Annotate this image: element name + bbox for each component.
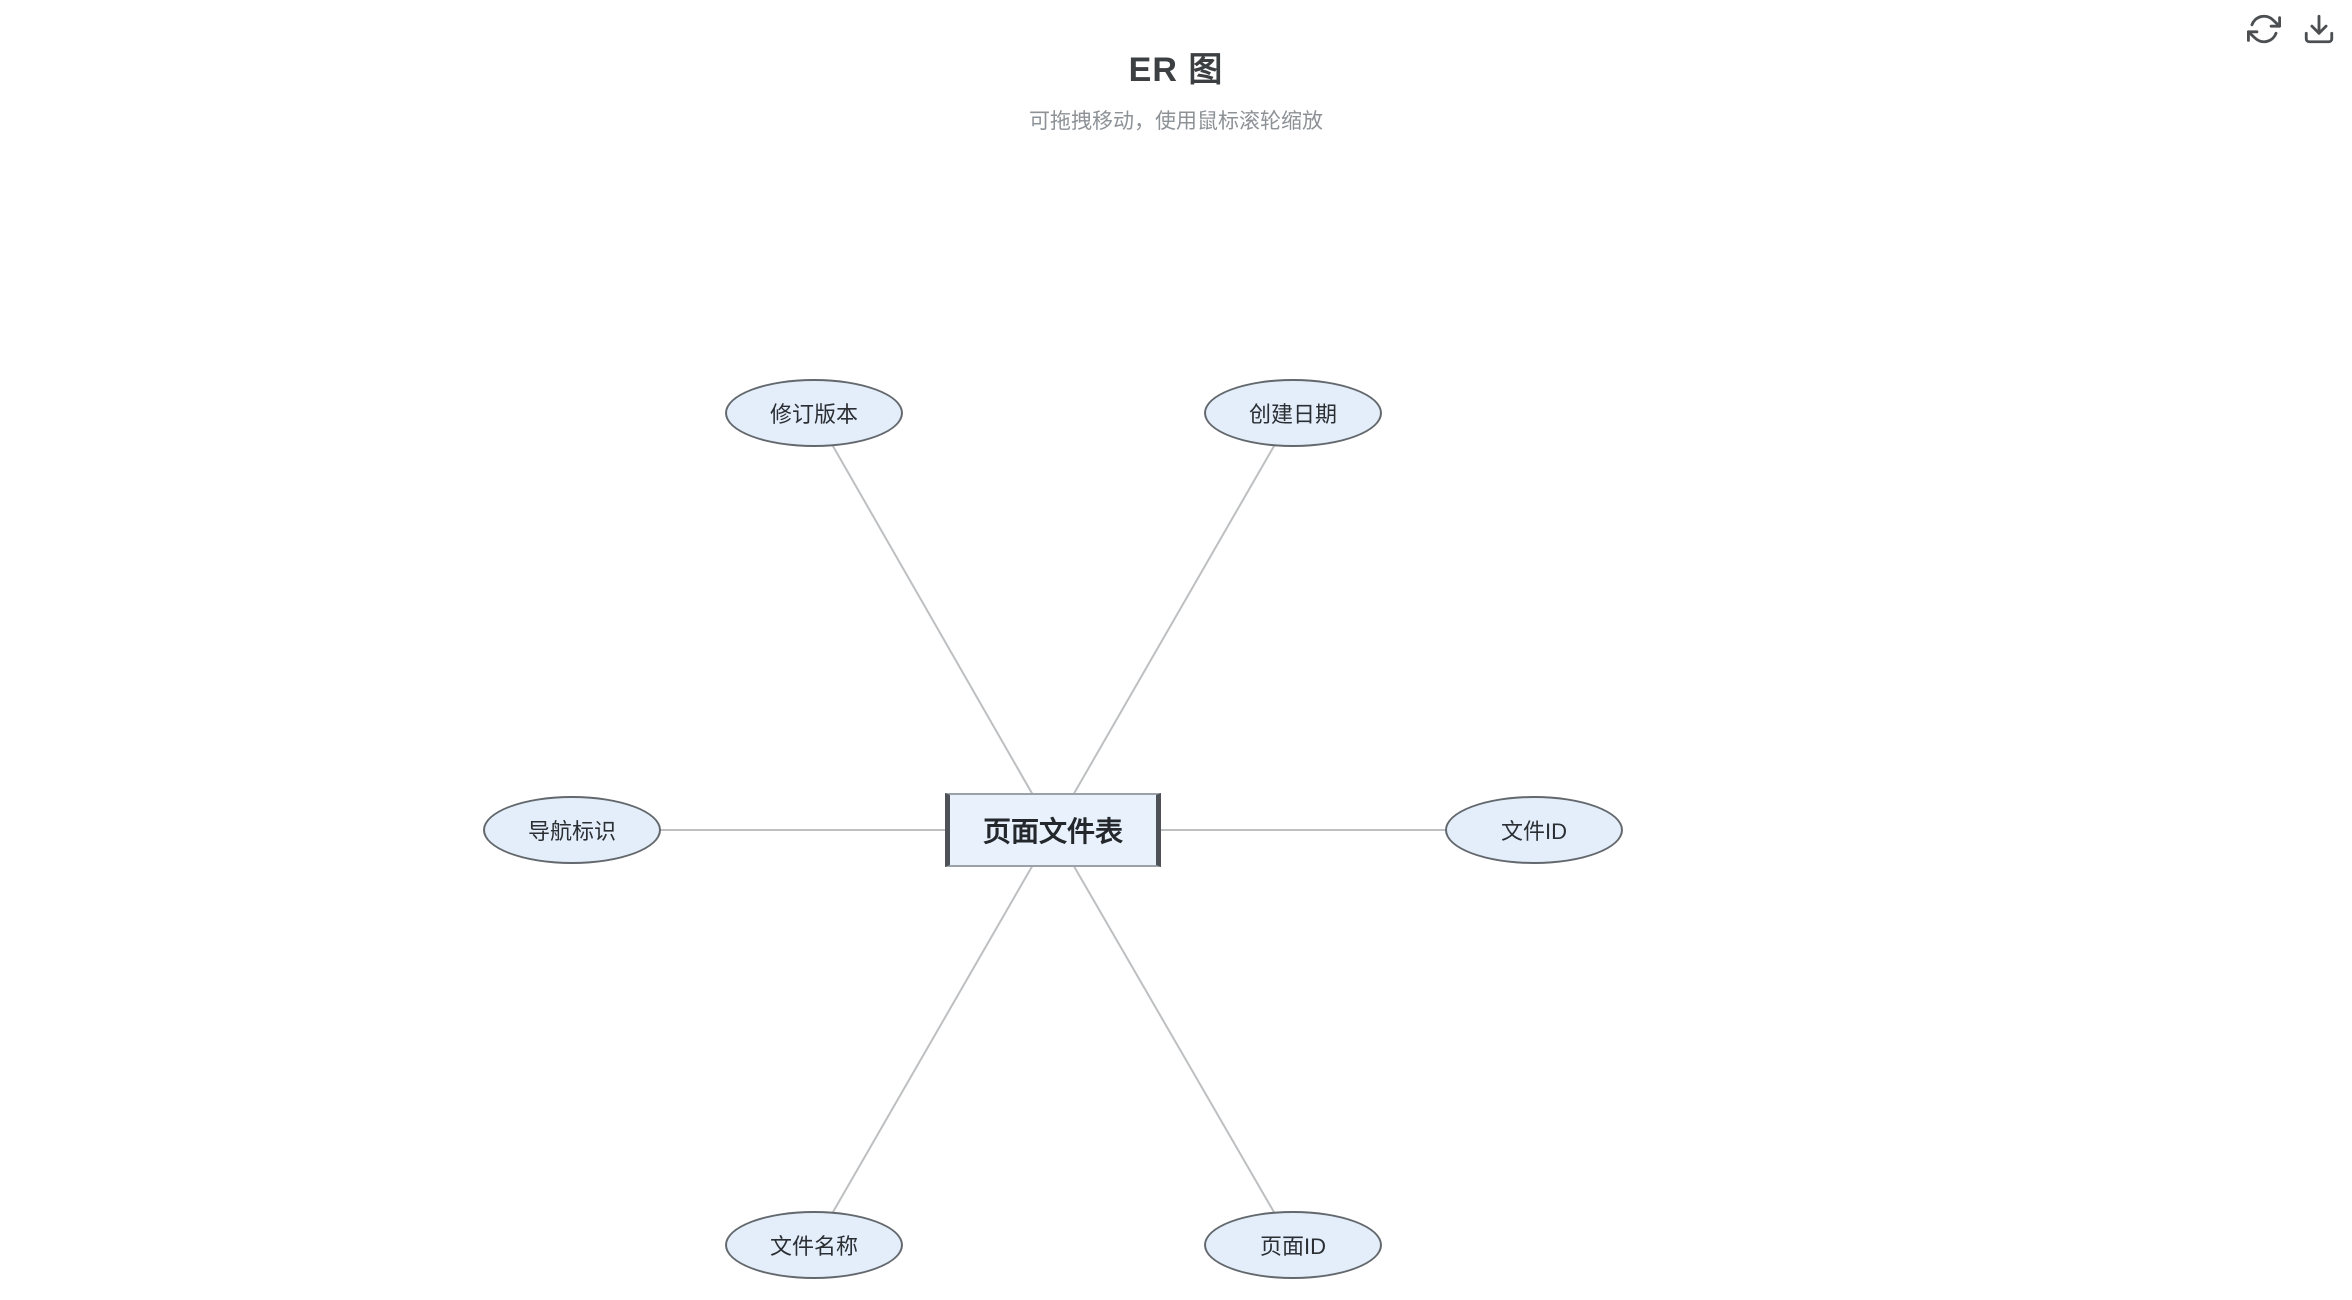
entity-label: 页面文件表 xyxy=(982,816,1123,847)
attribute-label: 页面ID xyxy=(1259,1234,1326,1259)
download-button[interactable] xyxy=(2300,10,2338,48)
refresh-icon xyxy=(2247,14,2281,44)
entity-node-page-file-table[interactable]: 页面文件表 xyxy=(945,793,1161,867)
refresh-button[interactable] xyxy=(2245,10,2283,48)
attribute-node-nav-id[interactable]: 导航标识 xyxy=(483,796,661,864)
attribute-node-revision-version[interactable]: 修订版本 xyxy=(725,379,903,447)
edge-entity-pageid xyxy=(1052,829,1294,1246)
attribute-node-file-id[interactable]: 文件ID xyxy=(1445,796,1623,864)
attribute-label: 创建日期 xyxy=(1248,402,1337,427)
attribute-label: 导航标识 xyxy=(527,819,616,844)
edge-entity-revision xyxy=(813,412,1054,831)
attribute-node-page-id[interactable]: 页面ID xyxy=(1204,1211,1382,1279)
edge-entity-date xyxy=(1052,412,1294,831)
edge-entity-filename xyxy=(813,829,1054,1246)
attribute-label: 文件名称 xyxy=(769,1234,858,1259)
download-icon xyxy=(2304,14,2334,44)
attribute-node-file-name[interactable]: 文件名称 xyxy=(725,1211,903,1279)
toolbar xyxy=(2245,10,2338,48)
attribute-node-create-date[interactable]: 创建日期 xyxy=(1204,379,1382,447)
attribute-label: 修订版本 xyxy=(769,402,858,427)
attribute-label: 文件ID xyxy=(1500,819,1567,844)
